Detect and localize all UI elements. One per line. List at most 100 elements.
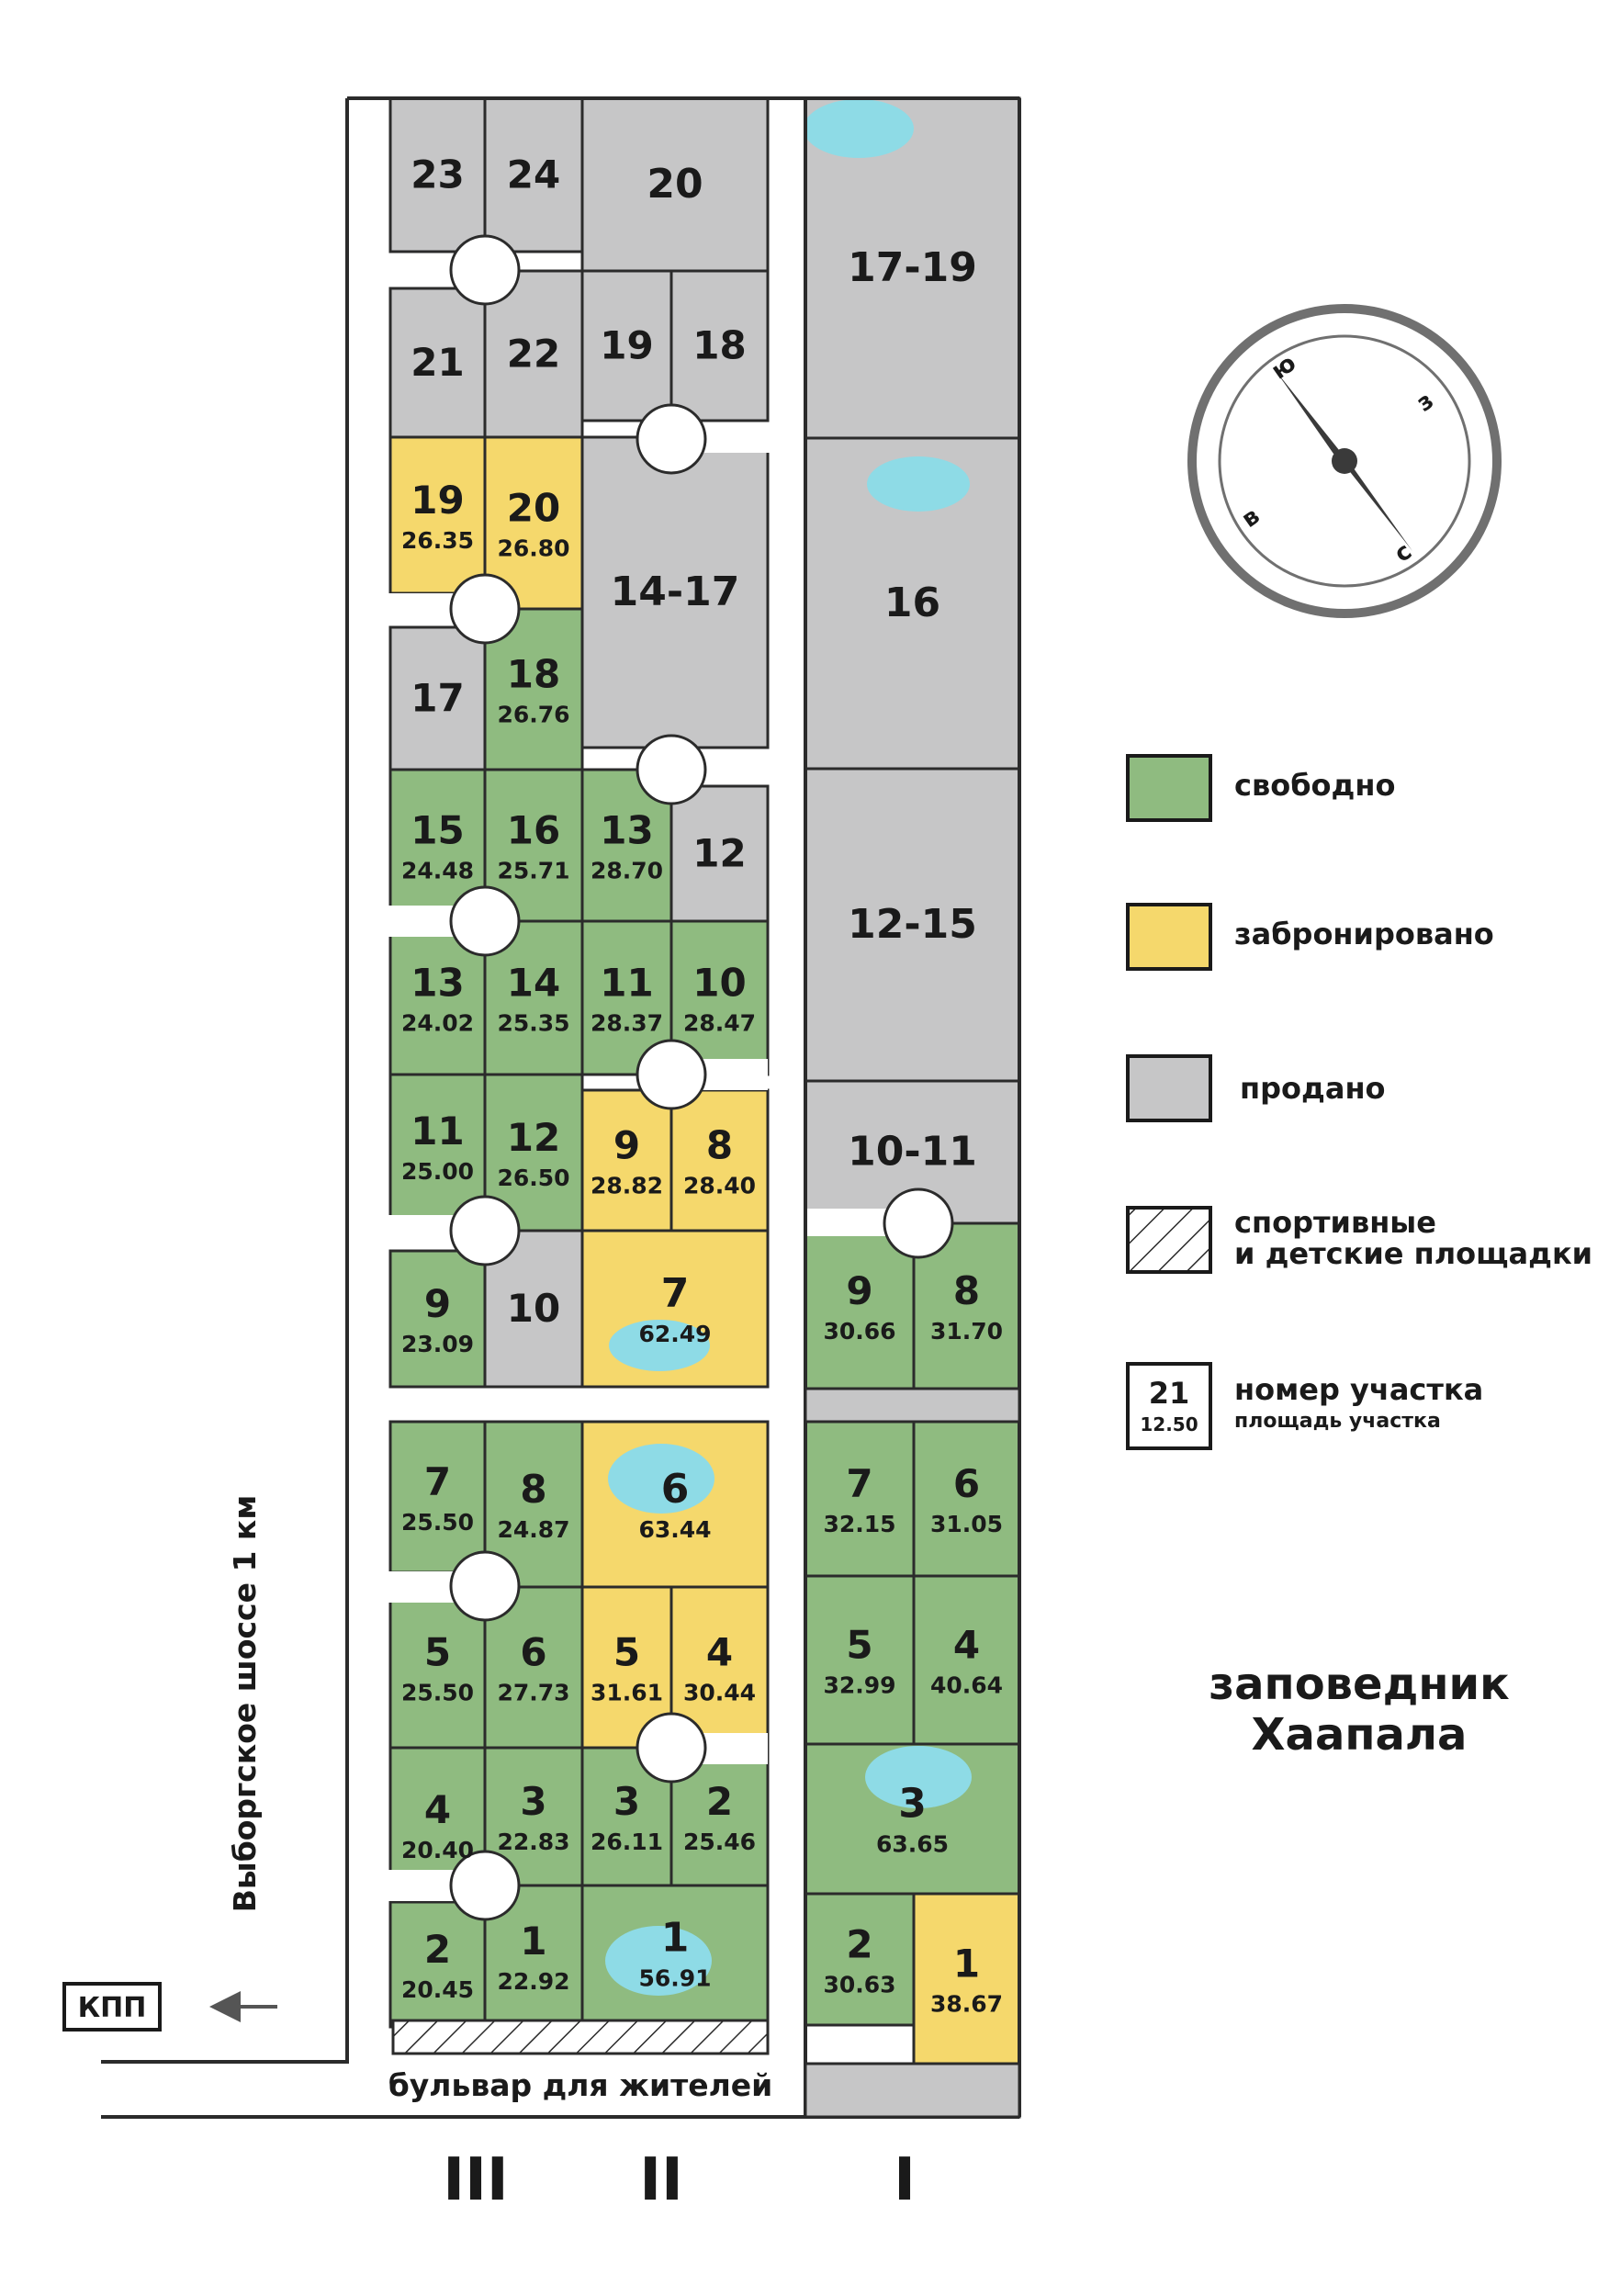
compass-s: с: [1389, 537, 1417, 568]
plot-number: 10: [692, 961, 746, 1006]
turnaround-circle: [636, 1039, 707, 1110]
plot-number: 9: [613, 1123, 640, 1168]
turnaround-circle: [449, 573, 521, 645]
column-label-i: I: [894, 2146, 916, 2214]
plot-number: 9: [846, 1268, 872, 1313]
plot-number: 12: [507, 1115, 560, 1160]
plot-number: 6: [953, 1461, 980, 1506]
plot-number: 16: [884, 580, 940, 626]
plot-23-sold[interactable]: [388, 96, 487, 253]
pond: [865, 1746, 972, 1808]
plot-area: 25.00: [401, 1158, 474, 1185]
pond: [804, 99, 914, 158]
plot-number: 17-19: [848, 244, 977, 291]
plot-number: 13: [411, 961, 464, 1006]
plot-area: 31.05: [930, 1511, 1003, 1537]
plot-9-reserved[interactable]: [580, 1088, 673, 1232]
plot-19-reserved[interactable]: [388, 435, 487, 595]
plot-4-free[interactable]: [912, 1574, 1021, 1746]
plot-12-sold[interactable]: [669, 784, 770, 923]
plot-area: 31.61: [591, 1680, 663, 1706]
plot-number: 15: [411, 808, 464, 853]
plot-area: 63.44: [638, 1516, 711, 1543]
legend-free-swatch: [1126, 754, 1212, 822]
legend-plot-area-label: площадь участка: [1234, 1410, 1441, 1433]
plot-11-free[interactable]: [388, 1073, 487, 1220]
plot-number: 19: [600, 323, 653, 368]
plot-7-free[interactable]: [804, 1420, 916, 1578]
plot-area: 26.50: [497, 1165, 569, 1191]
plot-number: 11: [600, 961, 653, 1006]
legend-sports-swatch: [1126, 1206, 1212, 1274]
plot-number: 12: [692, 831, 746, 876]
turnaround-circle: [449, 1850, 521, 1921]
compass-e: з: [1412, 387, 1439, 417]
plot-area: 22.83: [497, 1829, 569, 1855]
plot-number: 1: [520, 1919, 546, 1964]
plot-number: 5: [424, 1630, 451, 1675]
plot-number: 4: [424, 1787, 451, 1832]
plot-number: 14-17: [611, 568, 740, 615]
plot-9-free[interactable]: [388, 1249, 487, 1389]
plot-14-17-sold[interactable]: [580, 435, 770, 749]
plot-1-reserved[interactable]: [912, 1892, 1021, 2065]
boulevard-label: бульвар для жителей: [388, 2067, 773, 2103]
plot-area: 24.02: [401, 1010, 474, 1037]
column-label-ii: II: [639, 2146, 683, 2214]
plot-number: 20: [647, 161, 703, 208]
plot-6-free[interactable]: [912, 1420, 1021, 1578]
road-label: Выборгское шоссе 1 км: [227, 1495, 263, 1913]
plot-area: 23.09: [401, 1331, 474, 1357]
plot-area: 20.45: [401, 1976, 474, 2003]
plot-area: 30.66: [823, 1318, 895, 1345]
plot-number: 7: [424, 1459, 451, 1504]
plot-24-sold[interactable]: [483, 96, 584, 253]
plot-area: 25.50: [401, 1680, 474, 1706]
plot-area: 26.35: [401, 527, 474, 554]
compass-needle-icon: [1277, 372, 1354, 468]
plot-number: 3: [898, 1781, 927, 1828]
compass: ю з в с: [1187, 304, 1502, 618]
reserve-label-2: Хаапала: [1252, 1709, 1468, 1761]
plot-number: 24: [507, 152, 560, 197]
pond: [867, 456, 970, 512]
plot-number: 1: [953, 1941, 980, 1986]
turnaround-circle: [449, 1195, 521, 1266]
turnaround-circle: [636, 1712, 707, 1784]
plot-number: 10-11: [848, 1129, 977, 1176]
road-lines: [101, 96, 1021, 2119]
plot-number: 20: [507, 486, 560, 531]
ponds-layer: [605, 99, 972, 1996]
plot-number: 19: [411, 478, 464, 523]
plot-area: 24.48: [401, 858, 474, 884]
plot-5-free[interactable]: [804, 1574, 916, 1746]
plot-area: 22.92: [497, 1968, 569, 1995]
plot-8-reserved[interactable]: [669, 1088, 770, 1232]
plot-19-sold[interactable]: [580, 269, 673, 422]
pond: [605, 1926, 712, 1996]
plot-area: 31.70: [930, 1318, 1003, 1345]
turnaround-circle: [883, 1187, 954, 1259]
plot-18-sold[interactable]: [669, 269, 770, 422]
plot-number: 3: [520, 1779, 546, 1824]
plot-area: 25.46: [683, 1829, 756, 1855]
plot-area: 24.87: [497, 1516, 569, 1543]
plot-number: 17: [411, 676, 464, 721]
plot-area: 25.50: [401, 1509, 474, 1536]
legend-sample-box: [1126, 1362, 1212, 1450]
plot-number: 8: [520, 1467, 546, 1512]
plot-number: 2: [706, 1779, 733, 1824]
plot-number: 8: [706, 1123, 733, 1168]
plot-number: 3: [613, 1779, 640, 1824]
plot-area: 25.71: [497, 858, 569, 884]
legend: свободно забронировано продано спортивны…: [1126, 754, 1592, 1450]
plot-number: 8: [953, 1268, 980, 1313]
legend-reserved-swatch: [1126, 903, 1212, 971]
plot-number: 23: [411, 152, 464, 197]
plot-7-free[interactable]: [388, 1420, 487, 1574]
legend-free-label: свободно: [1234, 768, 1395, 803]
sports-area: [391, 2019, 770, 2055]
plot-area: 30.63: [823, 1972, 895, 1998]
plot-area: 32.15: [823, 1511, 895, 1537]
